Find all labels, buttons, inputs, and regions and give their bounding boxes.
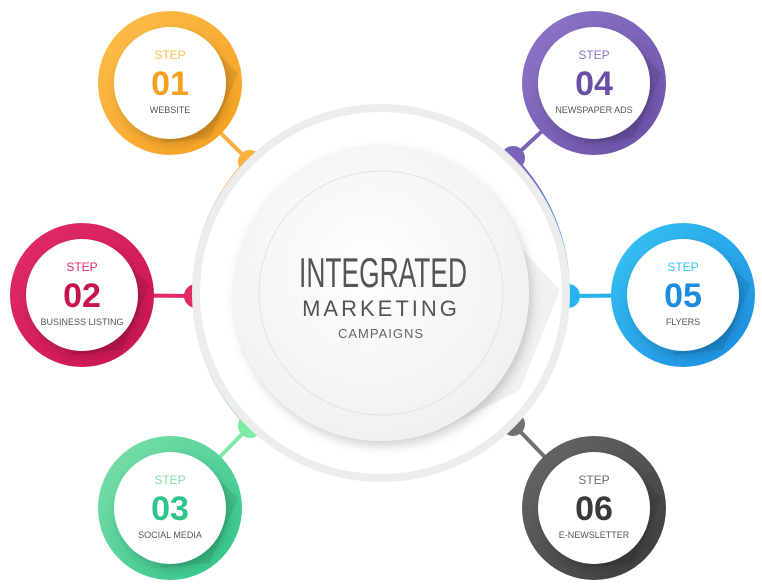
step-name-3: SOCIAL MEDIA: [138, 530, 202, 540]
step-label-4: STEP: [578, 48, 609, 62]
step-name-1: WEBSITE: [150, 105, 191, 115]
step-number-6: 06: [575, 490, 613, 528]
step-label-6: STEP: [578, 473, 609, 487]
step-badge-4: [538, 27, 650, 139]
step-badge-6: [538, 452, 650, 564]
step-name-2: BUSINESS LISTING: [40, 317, 123, 327]
center-caption: CAMPAIGNS: [338, 326, 424, 341]
central-hub: INTEGRATED MARKETING CAMPAIGNS: [192, 104, 570, 482]
step-number-2: 02: [63, 277, 101, 315]
step-node-6: STEP 06E-NEWSLETTER: [522, 436, 666, 580]
step-label-2: STEP: [66, 260, 97, 274]
step-badge-2: [26, 239, 138, 351]
step-label-3: STEP: [154, 473, 185, 487]
step-number-4: 04: [575, 65, 613, 103]
center-title: INTEGRATED: [299, 249, 467, 296]
step-name-5: FLYERS: [666, 317, 700, 327]
center-subtitle: MARKETING: [302, 296, 460, 321]
step-number-3: 03: [151, 490, 189, 528]
step-label-1: STEP: [154, 48, 185, 62]
step-name-6: E-NEWSLETTER: [559, 530, 630, 540]
step-badge-1: [114, 27, 226, 139]
step-name-4: NEWSPAPER ADS: [555, 105, 632, 115]
step-badge-3: [114, 452, 226, 564]
step-badge-5: [627, 239, 739, 351]
step-number-5: 05: [664, 277, 702, 315]
step-label-5: STEP: [667, 260, 698, 274]
step-number-1: 01: [151, 65, 189, 103]
